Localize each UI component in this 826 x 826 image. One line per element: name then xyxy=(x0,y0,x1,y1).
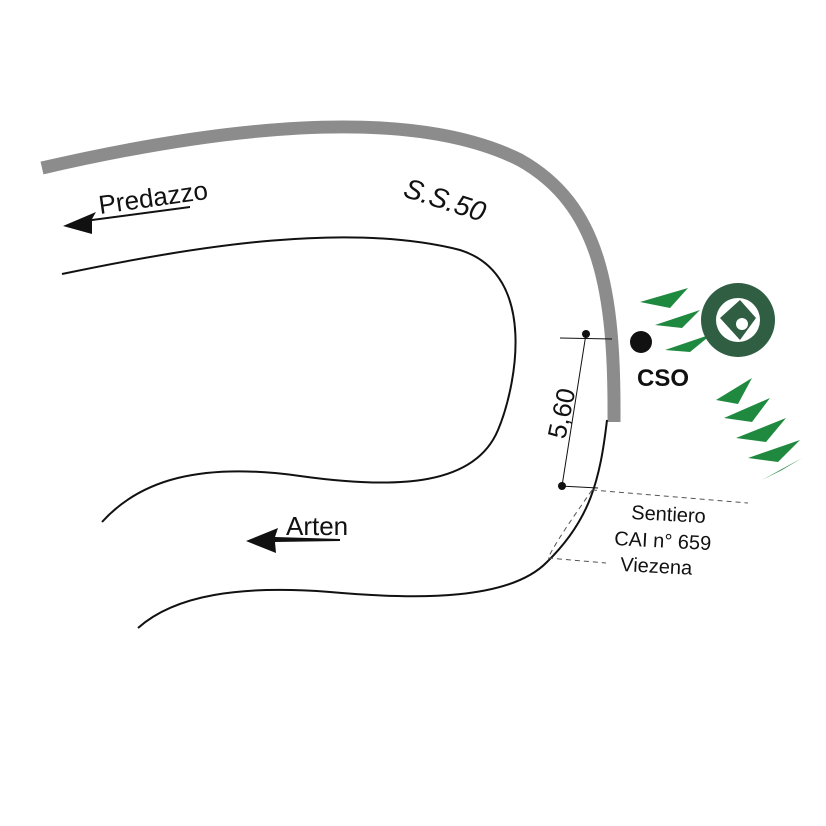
label-cso: CSO xyxy=(637,365,689,392)
trail-dashed-path xyxy=(547,489,593,559)
label-trail-line3: Viezena xyxy=(620,554,694,580)
distance-dimension xyxy=(558,330,613,490)
inner-loop-road xyxy=(61,236,517,523)
label-trail-line2: CAI n° 659 xyxy=(614,528,712,555)
label-ss50: S.S.50 xyxy=(400,172,490,228)
conifer-tree-icon xyxy=(640,288,802,480)
trail-dashed-line-lower xyxy=(547,557,607,564)
label-distance: 5,60 xyxy=(542,386,582,442)
label-arten: Arten xyxy=(286,511,348,541)
deciduous-tree-icon xyxy=(701,283,775,357)
label-predazzo: Predazzo xyxy=(97,175,210,220)
trail-dashed-line-upper xyxy=(591,489,749,504)
arrow-left-icon xyxy=(246,528,340,553)
location-dot-icon xyxy=(630,331,652,353)
road-continuation xyxy=(137,419,608,629)
main-road-ss50 xyxy=(40,120,621,423)
arrow-left-icon xyxy=(63,206,190,234)
label-trail-line1: Sentiero xyxy=(631,502,707,528)
